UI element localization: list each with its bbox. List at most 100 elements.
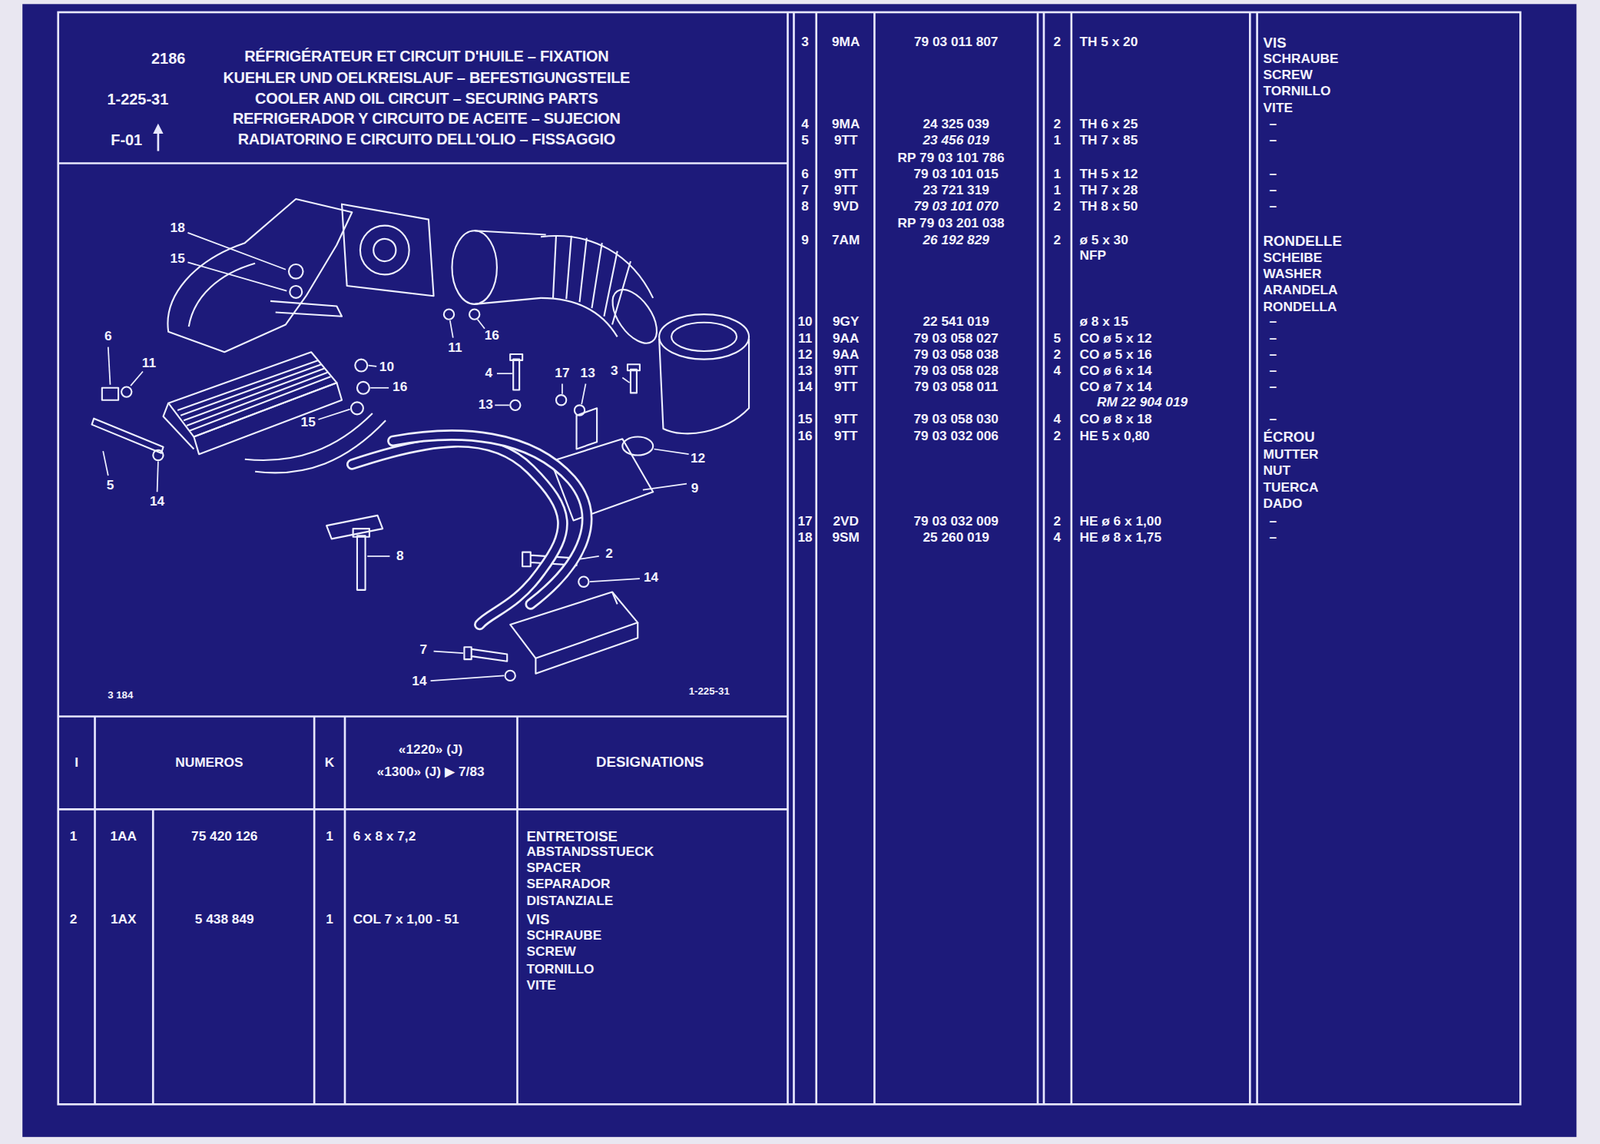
table-cell: HE ø 6 x 1,00 (1079, 513, 1162, 530)
table-cell: SCREW (526, 944, 576, 960)
table-cell: RONDELLE (1263, 232, 1342, 249)
table-cell: ABSTANDSSTUECK (526, 844, 654, 860)
table-cell: TH 7 x 28 (1079, 182, 1138, 199)
washer (510, 400, 521, 411)
direction-arrow (152, 123, 163, 152)
page-title: RÉFRIGÉRATEUR ET CIRCUIT D'HUILE – FIXAT… (244, 47, 609, 66)
leader-line (433, 651, 464, 654)
table-cell: 11 (798, 331, 812, 347)
table-cell: SCHRAUBE (1263, 51, 1339, 67)
table-cell: – (1269, 199, 1278, 216)
callout-number: 4 (484, 365, 493, 381)
table-cell: RP 79 03 101 786 (897, 150, 1005, 166)
table-cell: SPACER (526, 861, 581, 877)
header-text: COOLER AND OIL CIRCUIT – SECURING PARTS (255, 89, 598, 107)
table-cell: 79 03 058 028 (913, 364, 998, 380)
table-cell: 2 (1053, 35, 1061, 51)
column-rule (313, 716, 316, 1105)
elbow-body (659, 338, 749, 434)
table-cell: 8 (801, 199, 809, 216)
callout-number: 15 (170, 251, 186, 267)
table-cell: 23 456 019 (922, 132, 989, 149)
table-cell: 2 (1053, 347, 1061, 363)
table-cell: 2 (1053, 233, 1061, 249)
table-cell: 24 325 039 (922, 116, 989, 133)
table-cell: NFP (1079, 248, 1107, 265)
leader-line (561, 383, 564, 394)
table-cell: 23 721 319 (922, 182, 989, 199)
leader-line (496, 372, 513, 375)
table-cell: 4 (1053, 364, 1061, 380)
table-cell: 1AA (109, 828, 137, 845)
washer (578, 576, 589, 587)
callout-number: 6 (104, 328, 113, 345)
table-cell: CO ø 8 x 18 (1079, 411, 1152, 428)
flange-opening (360, 225, 410, 275)
table-cell: 79 03 101 070 (913, 199, 998, 216)
clamp-plate (326, 515, 383, 540)
table-cell: CO ø 5 x 12 (1079, 331, 1152, 347)
table-cell: 79 03 058 027 (913, 331, 998, 347)
table-cell: – (1269, 132, 1278, 149)
leader-line (130, 371, 143, 387)
table-cell: 5 438 849 (195, 911, 255, 928)
table-cell: 9TT (834, 132, 858, 149)
table-cell: 9AA (832, 331, 860, 347)
table-cell: TH 7 x 85 (1079, 132, 1138, 149)
table-cell: CO ø 5 x 16 (1079, 347, 1152, 363)
nut (288, 264, 304, 279)
bolt (353, 528, 370, 590)
leader-line (367, 555, 390, 557)
table-cell: 2 (1053, 116, 1061, 133)
header-text: RADIATORINO E CIRCUITO DELL'OLIO – FISSA… (238, 129, 616, 148)
corrugated-hose (540, 235, 653, 337)
leader-line (430, 675, 505, 681)
table-cell: 1AX (110, 911, 137, 928)
header-text: F-01 (110, 131, 143, 150)
leader-line (477, 319, 485, 329)
callout-number: 15 (301, 414, 316, 431)
table-cell: 15 (797, 411, 812, 428)
table-cell: DADO (1263, 496, 1303, 512)
leader-lines (102, 232, 690, 681)
callout-number: 11 (142, 355, 156, 372)
table-cell: 9TT (834, 182, 858, 199)
arrow-shaft (157, 132, 160, 152)
fiche-ground (22, 3, 1577, 1137)
table-cell: – (1269, 411, 1278, 428)
arrow-head (152, 123, 163, 134)
bolt (92, 418, 164, 454)
washer (443, 309, 454, 320)
bolt (102, 387, 119, 401)
table-cell: SCREW (1263, 67, 1313, 83)
callout-number: 3 (610, 364, 619, 380)
table-cell: HE 5 x 0,80 (1079, 429, 1150, 445)
table-cell: 2VD (832, 513, 859, 530)
leader-line (318, 409, 350, 420)
washer (622, 437, 653, 456)
column-rule (1255, 12, 1259, 1104)
table-cell: RP 79 03 201 038 (897, 215, 1005, 232)
column-rule (516, 716, 519, 1105)
duct-flange (341, 204, 434, 297)
row-rule (58, 715, 789, 718)
table-cell: 1 (325, 828, 334, 845)
nut (556, 394, 567, 405)
table-heading: DESIGNATIONS (596, 752, 704, 769)
spacer (354, 359, 368, 372)
table-cell: 79 03 011 807 (914, 35, 998, 51)
table-cell: 13 (797, 364, 812, 380)
column-rule (1043, 12, 1046, 1104)
callout-number: 18 (170, 221, 186, 237)
table-cell: 4 (1053, 411, 1061, 428)
table-cell: 9SM (831, 530, 860, 546)
table-cell: 4 (801, 116, 809, 133)
oil-hoses (351, 434, 587, 625)
duct-tube (474, 230, 547, 305)
header-text: 2186 (151, 49, 186, 67)
column-rule (1036, 12, 1040, 1104)
leader-line (108, 347, 111, 385)
bolt (463, 646, 507, 662)
table-cell: ENTRETOISE (526, 827, 617, 844)
